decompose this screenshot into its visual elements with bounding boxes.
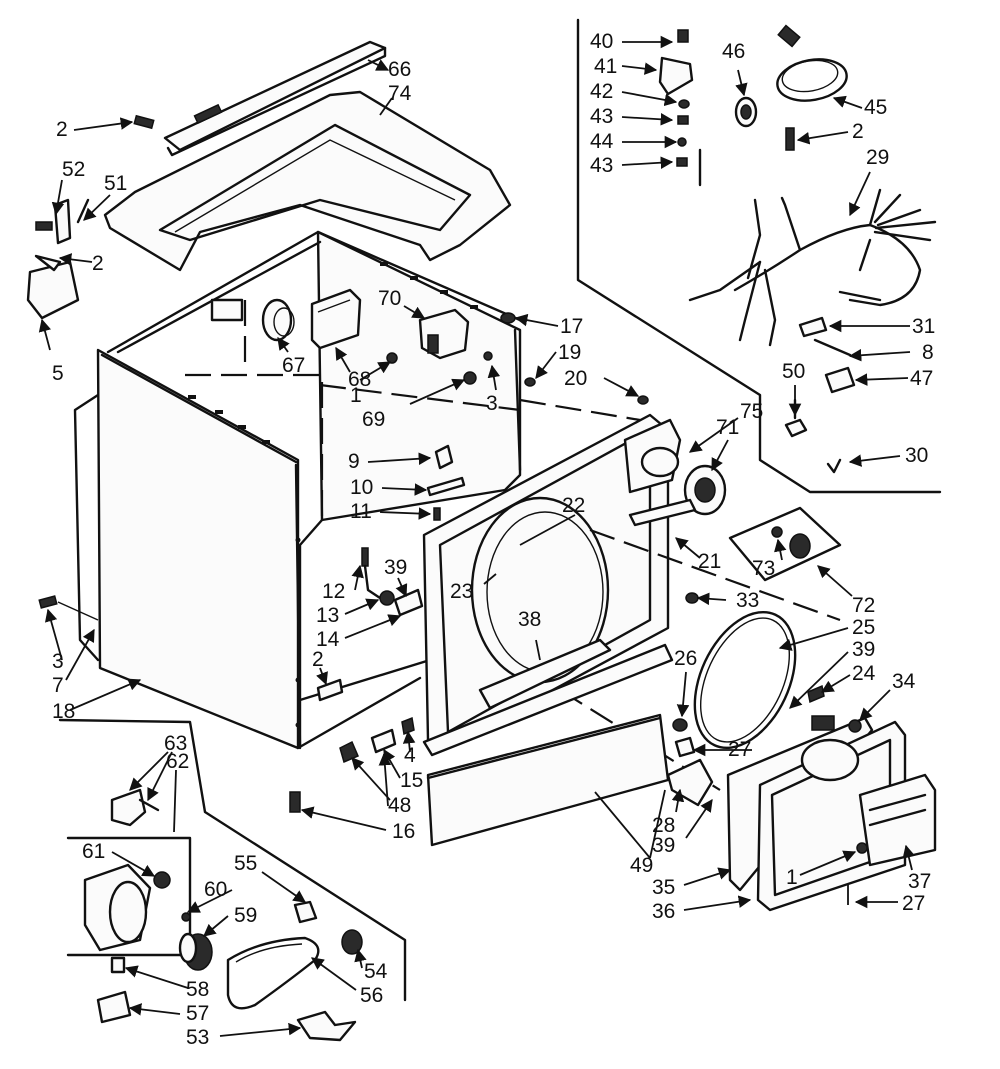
small-parts bbox=[26, 114, 842, 813]
callout-label: 38 bbox=[518, 608, 541, 631]
callout-label: 22 bbox=[562, 494, 585, 517]
callout-label: 57 bbox=[186, 1002, 209, 1025]
callout-label: 36 bbox=[652, 900, 675, 923]
callout-label: 9 bbox=[348, 450, 360, 473]
callout-label: 10 bbox=[350, 476, 373, 499]
callout-label: 55 bbox=[234, 852, 257, 875]
callout-label: 75 bbox=[740, 400, 763, 423]
callout-label: 67 bbox=[282, 354, 305, 377]
callout-label: 19 bbox=[558, 341, 581, 364]
callout-label: 2 bbox=[312, 648, 324, 671]
wiring-section-boundary bbox=[576, 18, 942, 494]
callout-label: 56 bbox=[360, 984, 383, 1007]
callout-label: 54 bbox=[364, 960, 388, 983]
callout-label: 7 bbox=[52, 674, 64, 697]
callout-label: 73 bbox=[752, 557, 775, 580]
callout-label: 62 bbox=[166, 750, 189, 773]
callout-label: 58 bbox=[186, 978, 209, 1001]
callout-label: 25 bbox=[852, 616, 875, 639]
callout-label: 2 bbox=[852, 120, 864, 143]
callout-label: 30 bbox=[905, 444, 928, 467]
callout-label: 52 bbox=[62, 158, 85, 181]
callout-label: 72 bbox=[852, 594, 875, 617]
cabinet bbox=[73, 230, 522, 750]
callout-label: 50 bbox=[782, 360, 805, 383]
callout-label: 4 bbox=[404, 744, 416, 767]
callout-label: 35 bbox=[652, 876, 675, 899]
callout-label: 3 bbox=[486, 392, 498, 415]
callout-label: 66 bbox=[388, 58, 411, 81]
callout-label: 53 bbox=[186, 1026, 209, 1049]
callout-label: 12 bbox=[322, 580, 345, 603]
front-panel bbox=[422, 398, 841, 791]
callout-label: 39 bbox=[384, 556, 407, 579]
callout-label: 23 bbox=[450, 580, 473, 603]
wiring-parts bbox=[658, 24, 937, 474]
callout-label: 39 bbox=[852, 638, 875, 661]
callout-label: 43 bbox=[590, 105, 613, 128]
leader-lines bbox=[38, 35, 915, 1037]
motor-parts bbox=[66, 788, 363, 1042]
callout-label: 29 bbox=[866, 146, 889, 169]
motor-section-boundary bbox=[58, 718, 407, 1002]
callout-label: 15 bbox=[400, 769, 423, 792]
callout-label: 71 bbox=[716, 416, 739, 439]
callout-label: 61 bbox=[82, 840, 105, 863]
callout-label: 17 bbox=[560, 315, 583, 338]
cabinet-interior-parts bbox=[210, 288, 493, 385]
callout-label: 68 bbox=[348, 368, 371, 391]
callout-label: 1 bbox=[786, 866, 798, 889]
callout-label: 47 bbox=[910, 367, 933, 390]
callout-label: 70 bbox=[378, 287, 401, 310]
callout-label: 48 bbox=[388, 794, 411, 817]
top-rail bbox=[163, 40, 387, 157]
top-cover bbox=[103, 90, 512, 272]
callout-label: 41 bbox=[594, 55, 617, 78]
callout-label: 40 bbox=[590, 30, 613, 53]
callout-label: 5 bbox=[52, 362, 64, 385]
callout-label: 59 bbox=[234, 904, 257, 927]
callout-label: 31 bbox=[912, 315, 935, 338]
callout-label: 33 bbox=[736, 589, 759, 612]
callout-label: 69 bbox=[362, 408, 385, 431]
callout-label: 13 bbox=[316, 604, 339, 627]
callout-label: 42 bbox=[590, 80, 613, 103]
callout-label: 74 bbox=[388, 82, 412, 105]
callout-label: 27 bbox=[902, 892, 925, 915]
callout-labels: 40 41 42 43 44 43 46 45 2 29 31 8 47 50 … bbox=[52, 30, 935, 1049]
kickplate bbox=[422, 643, 674, 757]
callout-label: 1 bbox=[350, 384, 362, 407]
callout-label: 28 bbox=[652, 814, 675, 837]
callout-label: 63 bbox=[164, 732, 187, 755]
callout-label: 34 bbox=[892, 670, 916, 693]
callout-label: 46 bbox=[722, 40, 745, 63]
toe-panel bbox=[426, 713, 670, 847]
callout-label: 11 bbox=[350, 500, 372, 523]
callout-label: 21 bbox=[698, 550, 721, 573]
callout-label: 43 bbox=[590, 154, 613, 177]
door-assembly bbox=[693, 610, 937, 912]
callout-label: 2 bbox=[56, 118, 68, 141]
callout-label: 60 bbox=[204, 878, 227, 901]
callout-label: 8 bbox=[922, 341, 934, 364]
callout-label: 20 bbox=[564, 367, 587, 390]
callout-label: 3 bbox=[52, 650, 64, 673]
callout-label: 51 bbox=[104, 172, 127, 195]
callout-label: 26 bbox=[674, 647, 697, 670]
callout-label: 14 bbox=[316, 628, 340, 651]
callout-label: 39 bbox=[652, 834, 675, 857]
callout-label: 44 bbox=[590, 130, 614, 153]
callout-label: 49 bbox=[630, 854, 653, 877]
callout-label: 27 bbox=[728, 738, 751, 761]
callout-label: 45 bbox=[864, 96, 887, 119]
callout-label: 24 bbox=[852, 662, 876, 685]
callout-label: 18 bbox=[52, 700, 75, 723]
callout-label: 2 bbox=[92, 252, 104, 275]
callout-label: 37 bbox=[908, 870, 931, 893]
callout-label: 16 bbox=[392, 820, 415, 843]
